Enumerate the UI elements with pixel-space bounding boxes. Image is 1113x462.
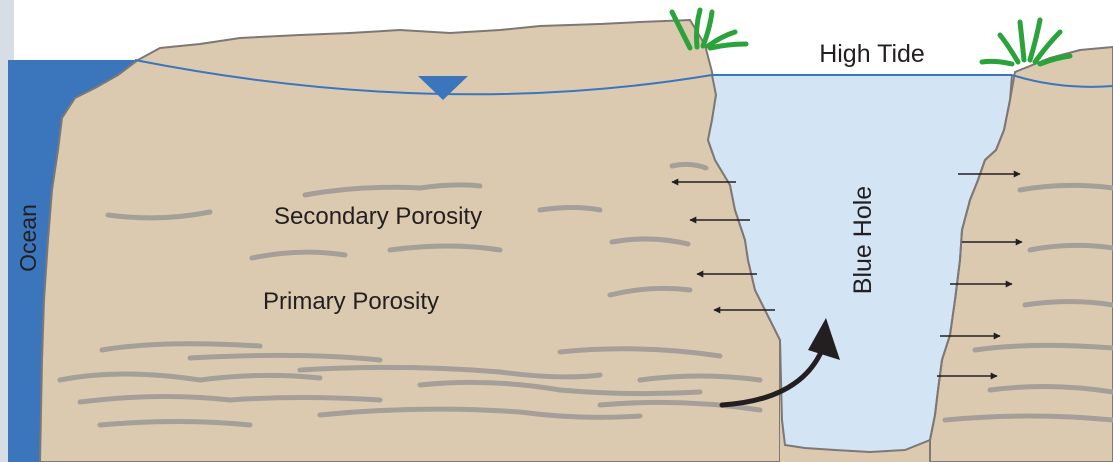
primary-porosity-label: Primary Porosity [263, 288, 439, 315]
secondary-porosity-label: Secondary Porosity [274, 203, 482, 230]
blue-hole-label: Blue Hole [849, 186, 877, 294]
ocean-label: Ocean [15, 204, 41, 272]
grass-tuft-icon [982, 20, 1070, 64]
high-tide-label: High Tide [819, 40, 925, 68]
